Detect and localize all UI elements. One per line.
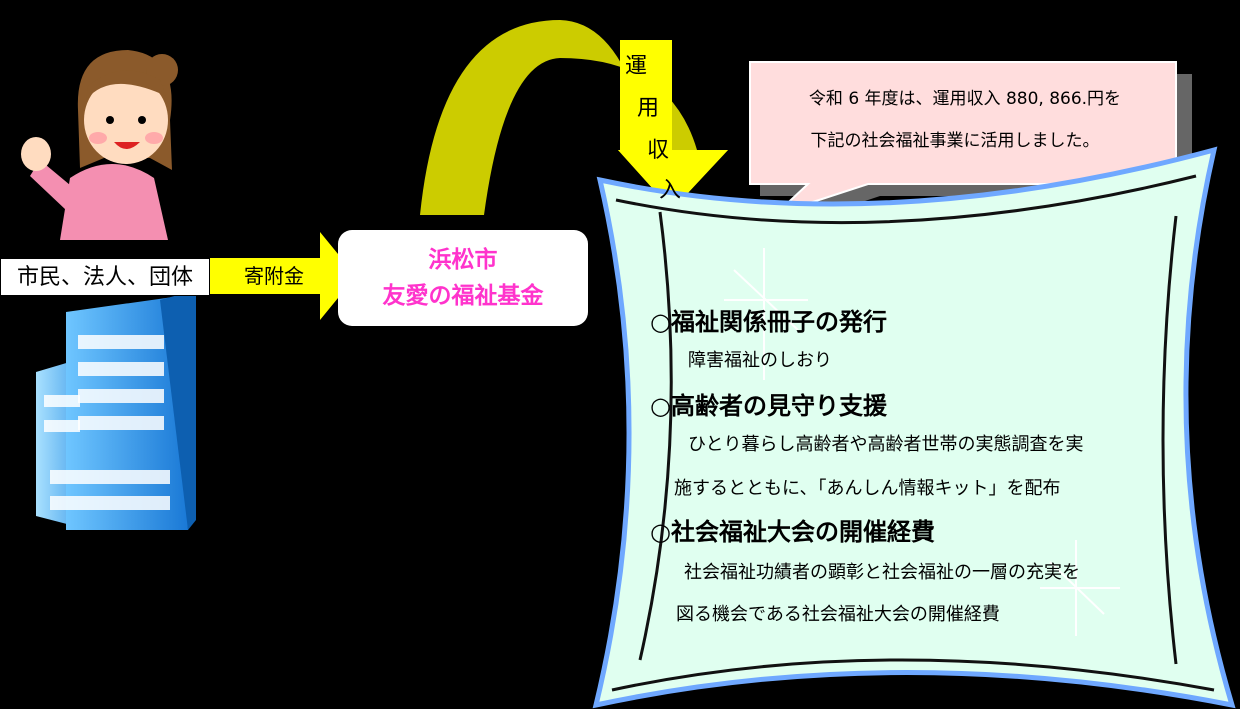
project-detail: ひとり暮らし高齢者や高齢者世帯の実態調査を実 [688,434,1084,455]
income-label-char: 運 [624,54,647,79]
office-building-icon [36,290,196,530]
project-detail: 社会福祉功績者の顕彰と社会福祉の一層の充実を [684,562,1080,583]
donation-arrow [210,232,356,320]
project-title-elderly: ○高齢者の見守り支援 [650,392,887,420]
project-detail: 障害福祉のしおり [688,350,832,371]
callout-line1: 令和 6 年度は、運用収入 880, 866.円を [808,89,1122,109]
sparkle-icon [724,248,1120,636]
project-detail: 図る機会である社会福祉大会の開催経費 [676,604,1000,625]
callout-line2: 下記の社会福祉事業に活用しました。 [810,131,1100,151]
income-arrow-head [618,150,728,210]
donation-label: 寄附金 [244,264,304,288]
income-label-char: 入 [658,178,681,203]
project-title-booklet: ○福祉関係冊子の発行 [650,308,887,336]
fund-box: 浜松市 友愛の福祉基金 [338,230,588,326]
project-detail: 施するとともに、「あんしん情報キット」を配布 [674,478,1061,499]
woman-waving-icon [21,50,178,240]
project-title-welfare-convention: ○社会福祉大会の開催経費 [650,518,935,546]
income-arrow-shaft [620,40,672,152]
donor-label: 市民、法人、団体 [0,258,210,296]
income-label-char: 収 [646,138,669,163]
fund-name-line2: 友愛の福祉基金 [382,283,544,309]
fund-name-line1: 浜松市 [428,247,498,273]
callout-bubble [749,61,1192,226]
income-label-char: 用 [636,96,659,121]
